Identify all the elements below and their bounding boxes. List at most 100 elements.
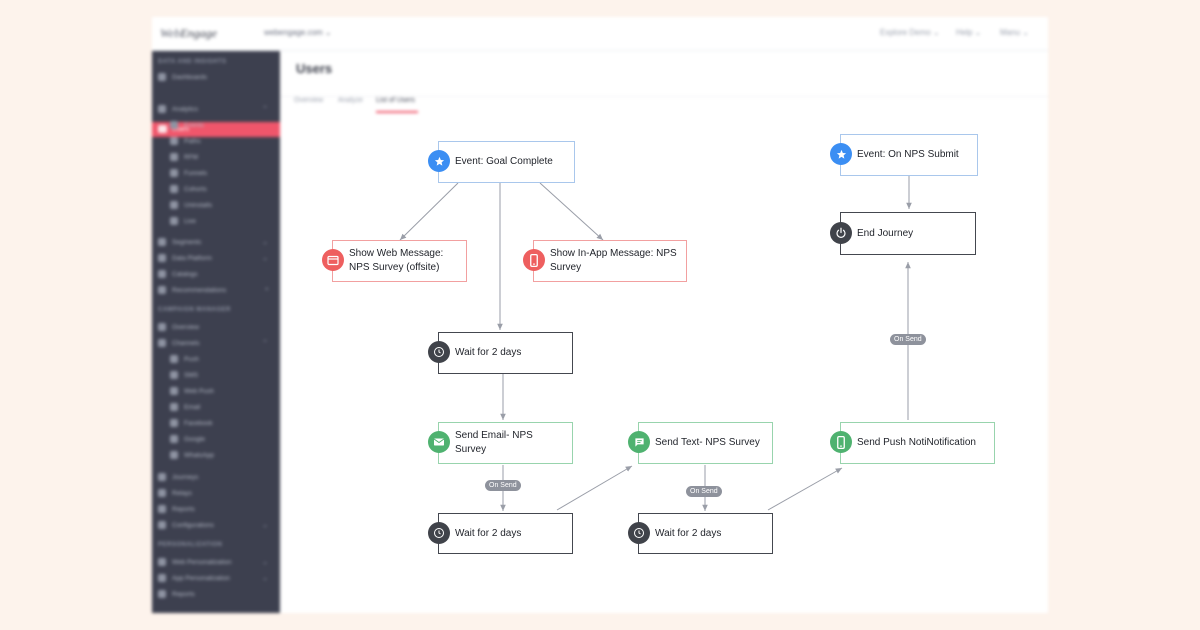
app-personalization-icon: [158, 574, 166, 582]
sms-icon: [170, 371, 178, 379]
node-send-text[interactable]: Send Text- NPS Survey: [628, 422, 773, 464]
sidebar-subitem-email[interactable]: Email: [170, 401, 274, 415]
on-send-label: On Send: [485, 480, 521, 491]
email-icon: [170, 403, 178, 411]
sidebar-subitem-uninstalls[interactable]: Uninstalls: [170, 199, 274, 213]
on-send-label: On Send: [686, 486, 722, 497]
google-icon: [170, 435, 178, 443]
topnav-help[interactable]: Help ⌄: [956, 28, 982, 37]
chevron-down-icon: ⌄: [262, 239, 268, 246]
edge-wait-3-to-push: [767, 467, 843, 511]
paths-icon: [170, 137, 178, 145]
sidebar-subitem-facebook[interactable]: Facebook: [170, 417, 274, 431]
node-label: Show In-App Message: NPS Survey: [550, 248, 677, 273]
sidebar-item-reports[interactable]: Reports: [158, 503, 274, 517]
topnav-explore-demo[interactable]: Explore Demo ⌄: [880, 28, 940, 37]
mobile-icon: [830, 431, 852, 453]
active-tab-indicator: [376, 111, 418, 113]
account-switcher[interactable]: webengage.com ⌄: [264, 28, 332, 37]
mobile-icon: [523, 249, 545, 271]
email-icon: [428, 431, 450, 453]
sms-icon: [628, 431, 650, 453]
sidebar-subitem-web-push[interactable]: Web Push: [170, 385, 274, 399]
tab-analyze[interactable]: Analyze: [338, 97, 363, 104]
node-label: Send Email- NPS Survey: [455, 430, 533, 455]
node-wait-1[interactable]: Wait for 2 days: [428, 332, 573, 374]
chevron-down-icon: ⌄: [262, 255, 268, 262]
sidebar-item-web-personalization[interactable]: Web Personalization⌄: [158, 556, 274, 570]
power-icon: [830, 221, 852, 244]
tab-list-of-users[interactable]: List of Users: [376, 97, 415, 104]
sidebar-subitem-rfm[interactable]: RFM: [170, 151, 274, 165]
facebook-icon: [170, 419, 178, 427]
sidebar-subitem-funnels[interactable]: Funnels: [170, 167, 274, 181]
sidebar-item-overview[interactable]: Overview: [158, 321, 274, 335]
node-show-inapp-message[interactable]: Show In-App Message: NPS Survey: [523, 240, 687, 282]
sidebar-item-configurations[interactable]: Configurations⌄: [158, 519, 274, 533]
node-label: End Journey: [857, 227, 914, 239]
node-end-journey[interactable]: End Journey: [830, 212, 976, 255]
overview-icon: [158, 323, 166, 331]
tab-overview[interactable]: Overview: [294, 97, 324, 104]
sidebar-subitem-events[interactable]: Events: [170, 119, 274, 133]
page-title: Users: [296, 61, 333, 76]
chevron-up-icon: ⌃: [262, 106, 268, 113]
clock-icon: [428, 341, 450, 363]
sidebar-item-journeys[interactable]: Journeys: [158, 471, 274, 485]
sidebar-subitem-live[interactable]: Live: [170, 215, 274, 229]
app-window: WebEngage webengage.com ⌄ Explore Demo ⌄…: [152, 17, 1048, 613]
node-event-on-nps-submit[interactable]: Event: On NPS Submit: [830, 134, 978, 176]
sidebar-subitem-sms[interactable]: SMS: [170, 369, 274, 383]
node-wait-3[interactable]: Wait for 2 days: [628, 513, 773, 554]
sidebar-subitem-whatsapp[interactable]: WhatsApp: [170, 449, 274, 463]
sidebar: DATA AND INSIGHTS Dashboards Users Analy…: [152, 51, 280, 613]
node-wait-2[interactable]: Wait for 2 days: [428, 513, 573, 554]
reports-icon: [158, 590, 166, 598]
sidebar-item-dashboards[interactable]: Dashboards: [158, 71, 274, 85]
whatsapp-icon: [170, 451, 178, 459]
channels-icon: [158, 339, 166, 347]
node-event-goal-complete[interactable]: Event: Goal Complete: [428, 141, 575, 183]
relays-icon: [158, 489, 166, 497]
sidebar-item-users[interactable]: Users: [152, 122, 280, 137]
sidebar-item-data-platform[interactable]: Data Platform⌄: [158, 252, 274, 266]
clock-icon: [428, 521, 450, 544]
tab-bar: Overview Analyze List of Users: [280, 97, 1048, 115]
funnel-icon: [170, 169, 178, 177]
node-send-email[interactable]: Send Email- NPS Survey: [428, 422, 573, 464]
sidebar-item-catalogs[interactable]: Catalogs: [158, 268, 274, 282]
node-label: Show Web Message: NPS Survey (offsite): [349, 248, 444, 273]
node-label: Wait for 2 days: [655, 527, 722, 539]
sidebar-item-app-personalization[interactable]: App Personalization⌄: [158, 572, 274, 586]
sidebar-item-relays[interactable]: Relays: [158, 487, 274, 501]
node-label: Send Text- NPS Survey: [655, 437, 760, 448]
node-send-push[interactable]: Send Push NotiNotification: [830, 422, 995, 464]
sidebar-item-recommendations[interactable]: Recommendations▪: [158, 284, 274, 298]
chevron-down-icon: ⌄: [262, 575, 268, 582]
sidebar-subitem-cohorts[interactable]: Cohorts: [170, 183, 274, 197]
sidebar-item-segments[interactable]: Segments⌄: [158, 236, 274, 250]
star-icon: [830, 143, 852, 165]
sidebar-subitem-google[interactable]: Google: [170, 433, 274, 447]
data-platform-icon: [158, 254, 166, 262]
cohorts-icon: [170, 185, 178, 193]
topnav-menu[interactable]: Manu ⌄: [1000, 28, 1029, 37]
sidebar-subitem-paths[interactable]: Paths: [170, 135, 274, 149]
node-show-web-message[interactable]: Show Web Message: NPS Survey (offsite): [322, 240, 467, 282]
sidebar-item-channels[interactable]: Channels⌃: [158, 337, 274, 351]
lock-icon: ▪: [265, 286, 268, 293]
segments-icon: [158, 238, 166, 246]
sidebar-item-personalization-reports[interactable]: Reports: [158, 588, 274, 602]
push-icon: [170, 355, 178, 363]
chevron-down-icon: ⌄: [262, 522, 268, 529]
sidebar-item-analytics[interactable]: Analytics⌃: [158, 103, 274, 117]
brand-logo[interactable]: WebEngage: [160, 26, 217, 40]
sidebar-subitem-push[interactable]: Push: [170, 353, 274, 367]
node-label: Wait for 2 days: [455, 527, 522, 539]
sidebar-section-title: CAMPAIGN MANAGER: [158, 307, 231, 313]
top-bar: WebEngage webengage.com ⌄ Explore Demo ⌄…: [152, 17, 1048, 51]
clock-icon: [628, 521, 650, 544]
node-label: Event: Goal Complete: [455, 156, 553, 167]
reports-icon: [158, 505, 166, 513]
